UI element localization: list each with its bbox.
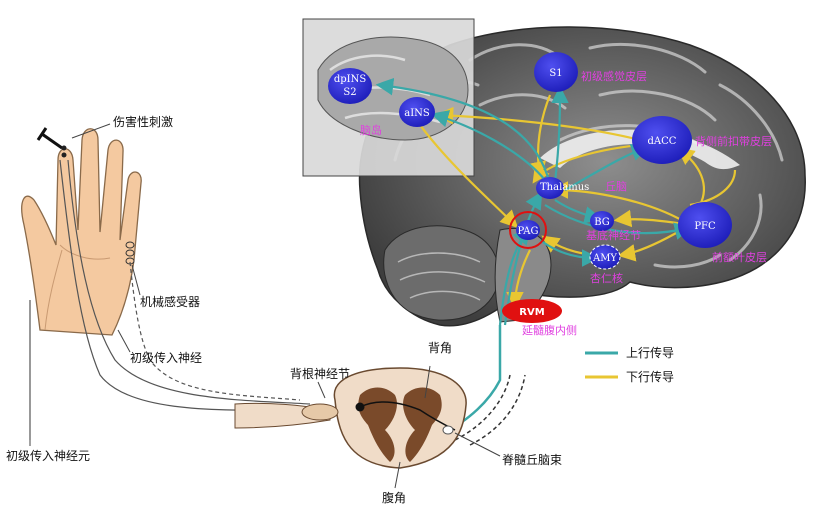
node-rvm-label: RVM <box>519 307 544 318</box>
label-pfc: 前额叶皮层 <box>712 250 767 264</box>
label-s1: 初级感觉皮层 <box>581 69 647 83</box>
label-noxious-stimulus: 伤害性刺激 <box>113 114 173 129</box>
legend-ascending-label: 上行传导 <box>626 345 674 360</box>
legend-descending-label: 下行传导 <box>626 369 674 384</box>
label-insula: 脑岛 <box>360 123 382 137</box>
node-dacc-label: dACC <box>648 136 677 147</box>
node-s1-label: S1 <box>549 68 562 79</box>
label-primary-afferent-neuron: 初级传入神经元 <box>6 448 90 463</box>
label-dorsal-horn: 背角 <box>428 341 452 355</box>
node-pag: PAG <box>509 211 547 249</box>
node-amy: AMY <box>589 244 621 270</box>
brain-nodes: dpINS S2 aINS S1 dACC Thalamus PAG BG <box>328 52 732 323</box>
label-bg: 基底神经节 <box>586 228 641 242</box>
label-dacc: 背侧前扣带皮层 <box>695 134 772 148</box>
legend: 上行传导 下行传导 <box>585 345 674 384</box>
label-rvm-sub: 延髓腹内侧 <box>522 323 577 337</box>
node-bg: BG <box>590 211 614 231</box>
node-ains: aINS <box>399 97 435 127</box>
node-dpins-s2: dpINS S2 <box>328 68 372 104</box>
node-amy-label: AMY <box>592 253 617 264</box>
node-thalamus-label: Thalamus <box>540 182 589 193</box>
mechanoreceptor-icon <box>125 241 135 265</box>
node-pag-label: PAG <box>517 226 538 237</box>
region-labels: 脑岛 初级感觉皮层 背侧前扣带皮层 丘脑 基底神经节 杏仁核 前额叶皮层 延髓腹… <box>360 69 772 337</box>
hand <box>21 128 142 336</box>
node-s1: S1 <box>534 52 578 92</box>
spinal-cord <box>234 367 467 469</box>
label-primary-afferent-nerve: 初级传入神经 <box>130 350 202 365</box>
node-s2-label: S2 <box>343 87 356 98</box>
noxious-pin-icon <box>36 127 67 158</box>
node-pfc: PFC <box>678 202 732 248</box>
node-dacc: dACC <box>632 116 692 164</box>
label-thalamus: 丘脑 <box>605 180 627 193</box>
label-drg: 背根神经节 <box>290 367 350 381</box>
node-bg-label: BG <box>594 217 610 228</box>
node-thalamus: Thalamus <box>536 177 589 199</box>
label-amy: 杏仁核 <box>590 271 623 285</box>
label-mechanoreceptor: 机械感受器 <box>140 294 200 309</box>
afferent-nerves <box>29 159 311 440</box>
pointer-lines <box>29 123 501 489</box>
node-dpins-label: dpINS <box>334 74 367 85</box>
node-ains-label: aINS <box>404 108 430 119</box>
label-ventral-horn: 腹角 <box>382 491 406 505</box>
anatomy-labels: 伤害性刺激 机械感受器 初级传入神经 初级传入神经元 背根神经节 背角 腹角 脊… <box>6 114 562 505</box>
label-spinothalamic-tract: 脊髓丘脑束 <box>502 453 562 467</box>
node-pfc-label: PFC <box>694 221 716 232</box>
node-rvm: RVM <box>502 299 562 323</box>
